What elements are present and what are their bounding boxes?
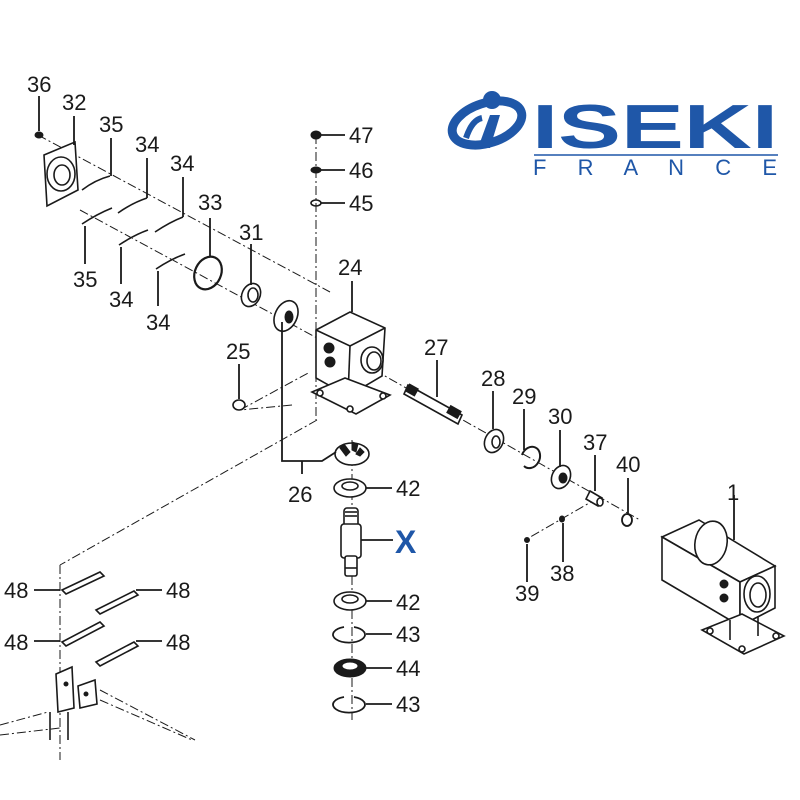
part-38-grease-nipple[interactable]: 38 (550, 515, 574, 586)
svg-text:48: 48 (4, 578, 28, 603)
part-42-bearing-upper[interactable]: 42 (333, 476, 420, 501)
svg-text:34: 34 (170, 151, 194, 176)
iseki-swoosh-icon (447, 91, 527, 150)
part-48-clip-1[interactable]: 48 (4, 571, 106, 603)
svg-text:47: 47 (349, 123, 373, 148)
part-x-vertical-shaft[interactable]: X (340, 507, 417, 577)
part-34-shim-lower-1[interactable]: 34 (109, 229, 149, 312)
svg-text:42: 42 (396, 590, 420, 615)
part-32-flange-cover[interactable]: 32 (43, 90, 86, 208)
svg-text:26: 26 (288, 482, 312, 507)
svg-text:48: 48 (166, 630, 190, 655)
svg-text:40: 40 (616, 452, 640, 477)
svg-text:34: 34 (135, 132, 159, 157)
part-40-o-ring[interactable]: 40 (616, 452, 640, 527)
part-47-plug[interactable]: 47 (310, 123, 373, 148)
part-36-bolt[interactable]: 36 (27, 72, 51, 139)
part-29-circlip[interactable]: 29 (512, 384, 542, 470)
iseki-france-logo: ISEKI F R A N C E (447, 91, 778, 180)
part-33-o-ring[interactable]: 33 (189, 190, 227, 294)
part-44-oil-seal[interactable]: 44 (333, 656, 420, 681)
svg-text:24: 24 (338, 255, 362, 280)
part-35-shim-upper[interactable]: 35 (81, 112, 123, 191)
svg-text:45: 45 (349, 191, 373, 216)
part-34-shim-lower-2[interactable]: 34 (146, 253, 186, 335)
svg-text:31: 31 (239, 220, 263, 245)
svg-text:33: 33 (198, 190, 222, 215)
svg-text:35: 35 (73, 267, 97, 292)
part-25-bolt[interactable]: 25 (226, 339, 250, 411)
part-48-clip-4[interactable]: 48 (94, 630, 190, 667)
part-31-bearing[interactable]: 31 (238, 220, 264, 310)
svg-text:42: 42 (396, 476, 420, 501)
part-30-oil-seal[interactable]: 30 (548, 404, 574, 492)
part-45-seal-ring[interactable]: 45 (310, 191, 373, 216)
svg-text:29: 29 (512, 384, 536, 409)
svg-text:30: 30 (548, 404, 572, 429)
part-43-circlip-lower[interactable]: 43 (332, 692, 420, 717)
part-43-circlip-upper[interactable]: 43 (332, 622, 420, 647)
svg-text:35: 35 (99, 112, 123, 137)
svg-text:44: 44 (396, 656, 420, 681)
part-39-cap[interactable]: 39 (515, 537, 539, 607)
svg-text:36: 36 (27, 72, 51, 97)
svg-text:27: 27 (424, 335, 448, 360)
svg-text:37: 37 (583, 430, 607, 455)
svg-text:32: 32 (62, 90, 86, 115)
mounting-bracket (0, 665, 193, 741)
part-34-shim-upper-1[interactable]: 34 (117, 132, 159, 214)
svg-text:25: 25 (226, 339, 250, 364)
part-46-washer[interactable]: 46 (310, 158, 373, 183)
part-42-bearing-lower[interactable]: 42 (333, 590, 420, 615)
part-27-pinion-shaft[interactable]: 27 (402, 335, 464, 426)
svg-text:38: 38 (550, 561, 574, 586)
svg-text:48: 48 (4, 630, 28, 655)
part-34-shim-upper-2[interactable]: 34 (154, 151, 194, 233)
part-37-spacer[interactable]: 37 (583, 430, 607, 508)
part-26-bevel-gear-horizontal[interactable] (269, 297, 302, 335)
svg-text:43: 43 (396, 692, 420, 717)
svg-text:43: 43 (396, 622, 420, 647)
part-35-shim-lower[interactable]: 35 (73, 207, 113, 292)
part-48-clip-2[interactable]: 48 (94, 578, 190, 615)
highlighted-part-label: X (395, 524, 417, 560)
part-48-clip-3[interactable]: 48 (4, 621, 106, 655)
svg-text:34: 34 (109, 287, 133, 312)
part-26-bevel-gear-vertical[interactable]: 26 (281, 322, 370, 507)
part-28-bearing[interactable]: 28 (481, 366, 507, 456)
svg-text:46: 46 (349, 158, 373, 183)
svg-text:28: 28 (481, 366, 505, 391)
part-1-gear-housing[interactable]: 1 (660, 480, 786, 655)
part-24-gearbox-housing[interactable]: 24 (310, 255, 392, 415)
svg-text:48: 48 (166, 578, 190, 603)
svg-text:1: 1 (727, 480, 739, 505)
logo-brand-text: ISEKI (532, 93, 778, 162)
assembly-axes (0, 134, 641, 760)
svg-text:39: 39 (515, 581, 539, 606)
svg-text:34: 34 (146, 310, 170, 335)
